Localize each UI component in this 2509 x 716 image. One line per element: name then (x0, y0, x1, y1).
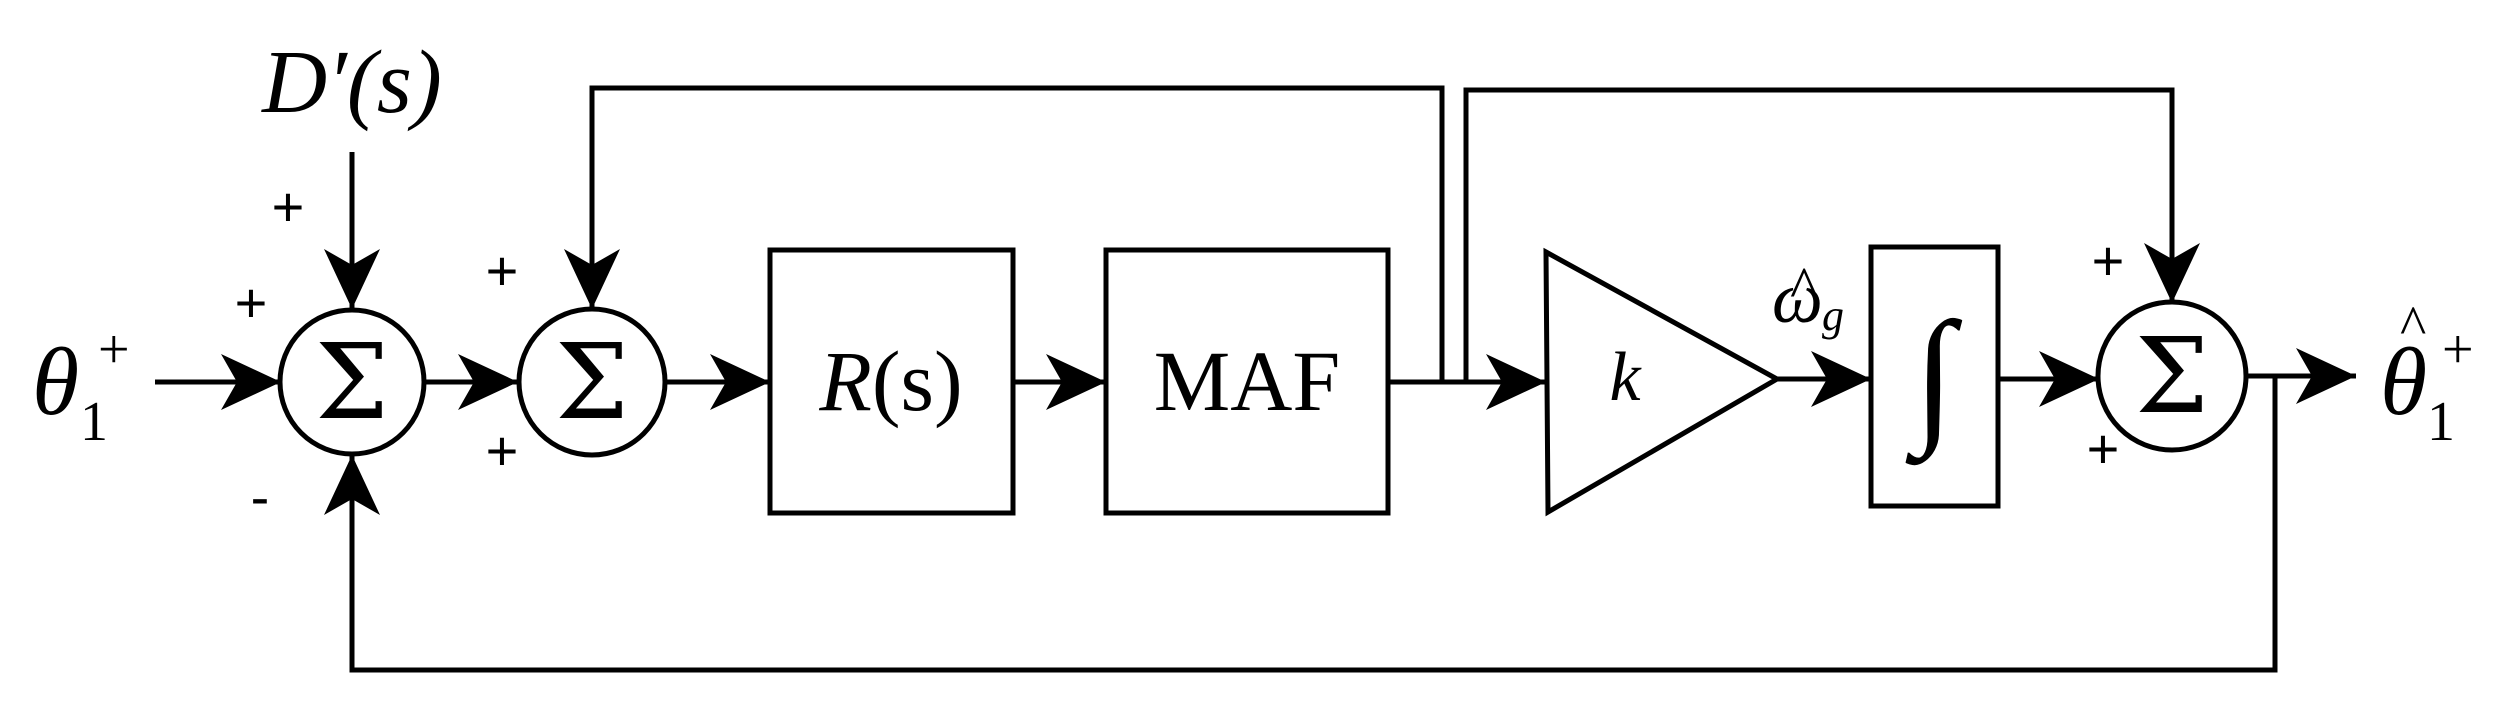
summing-junction-2: Σ (516, 306, 668, 458)
disturbance-label: D′(s) (260, 33, 442, 132)
output-hat: ^ (2400, 295, 2426, 357)
s2-top-sign: + (486, 239, 519, 302)
theta-base: θ (32, 328, 79, 435)
sigma-symbol: Σ (315, 321, 389, 443)
output-base: θ (2380, 328, 2427, 435)
omega-base: ω (1772, 258, 1823, 338)
maf-label: MAF (1154, 333, 1340, 429)
theta-sub: 1 (80, 391, 108, 453)
gain-label: k (1609, 339, 1642, 416)
controller-block: R(s) (767, 247, 1016, 516)
s3-bottom-sign: + (2087, 417, 2120, 480)
omega-hat: ^ (1790, 255, 1818, 321)
controller-name: R (818, 333, 872, 429)
wire-feedback-s1 (324, 376, 2278, 673)
output-sup: + (2442, 319, 2474, 381)
s1-left-sign: + (235, 271, 268, 334)
wire-feedforward-s3 (1463, 87, 2200, 382)
input-theta-label: θ 1 + (32, 319, 130, 453)
gain-block: k (1543, 247, 1783, 517)
integral-symbol: ∫ (1905, 292, 1962, 466)
summing-junction-1: Σ (277, 307, 427, 457)
s1-top-sign: + (272, 175, 305, 238)
disturbance-arg: (s) (347, 33, 442, 132)
sigma-symbol: Σ (555, 321, 629, 443)
omega-sub: g (1822, 291, 1844, 340)
disturbance-name: D′ (260, 33, 348, 132)
integrator-block: ∫ (1868, 244, 2001, 509)
output-sub: 1 (2427, 391, 2455, 453)
wire-feedback-s2 (564, 85, 1445, 382)
controller-arg: (s) (872, 333, 963, 429)
s1-bottom-sign: - (251, 465, 270, 528)
omega-g-label: ^ ω g (1772, 255, 1844, 340)
sigma-symbol: Σ (2135, 315, 2209, 437)
svg-text:R(s): R(s) (818, 333, 962, 429)
s2-bottom-sign: + (486, 419, 519, 482)
summing-junction-3: Σ (2095, 299, 2249, 453)
maf-block: MAF (1103, 247, 1391, 516)
theta-sup: + (98, 319, 130, 381)
s3-top-sign: + (2092, 229, 2125, 292)
output-theta-label: ^ θ 1 + (2380, 295, 2474, 453)
